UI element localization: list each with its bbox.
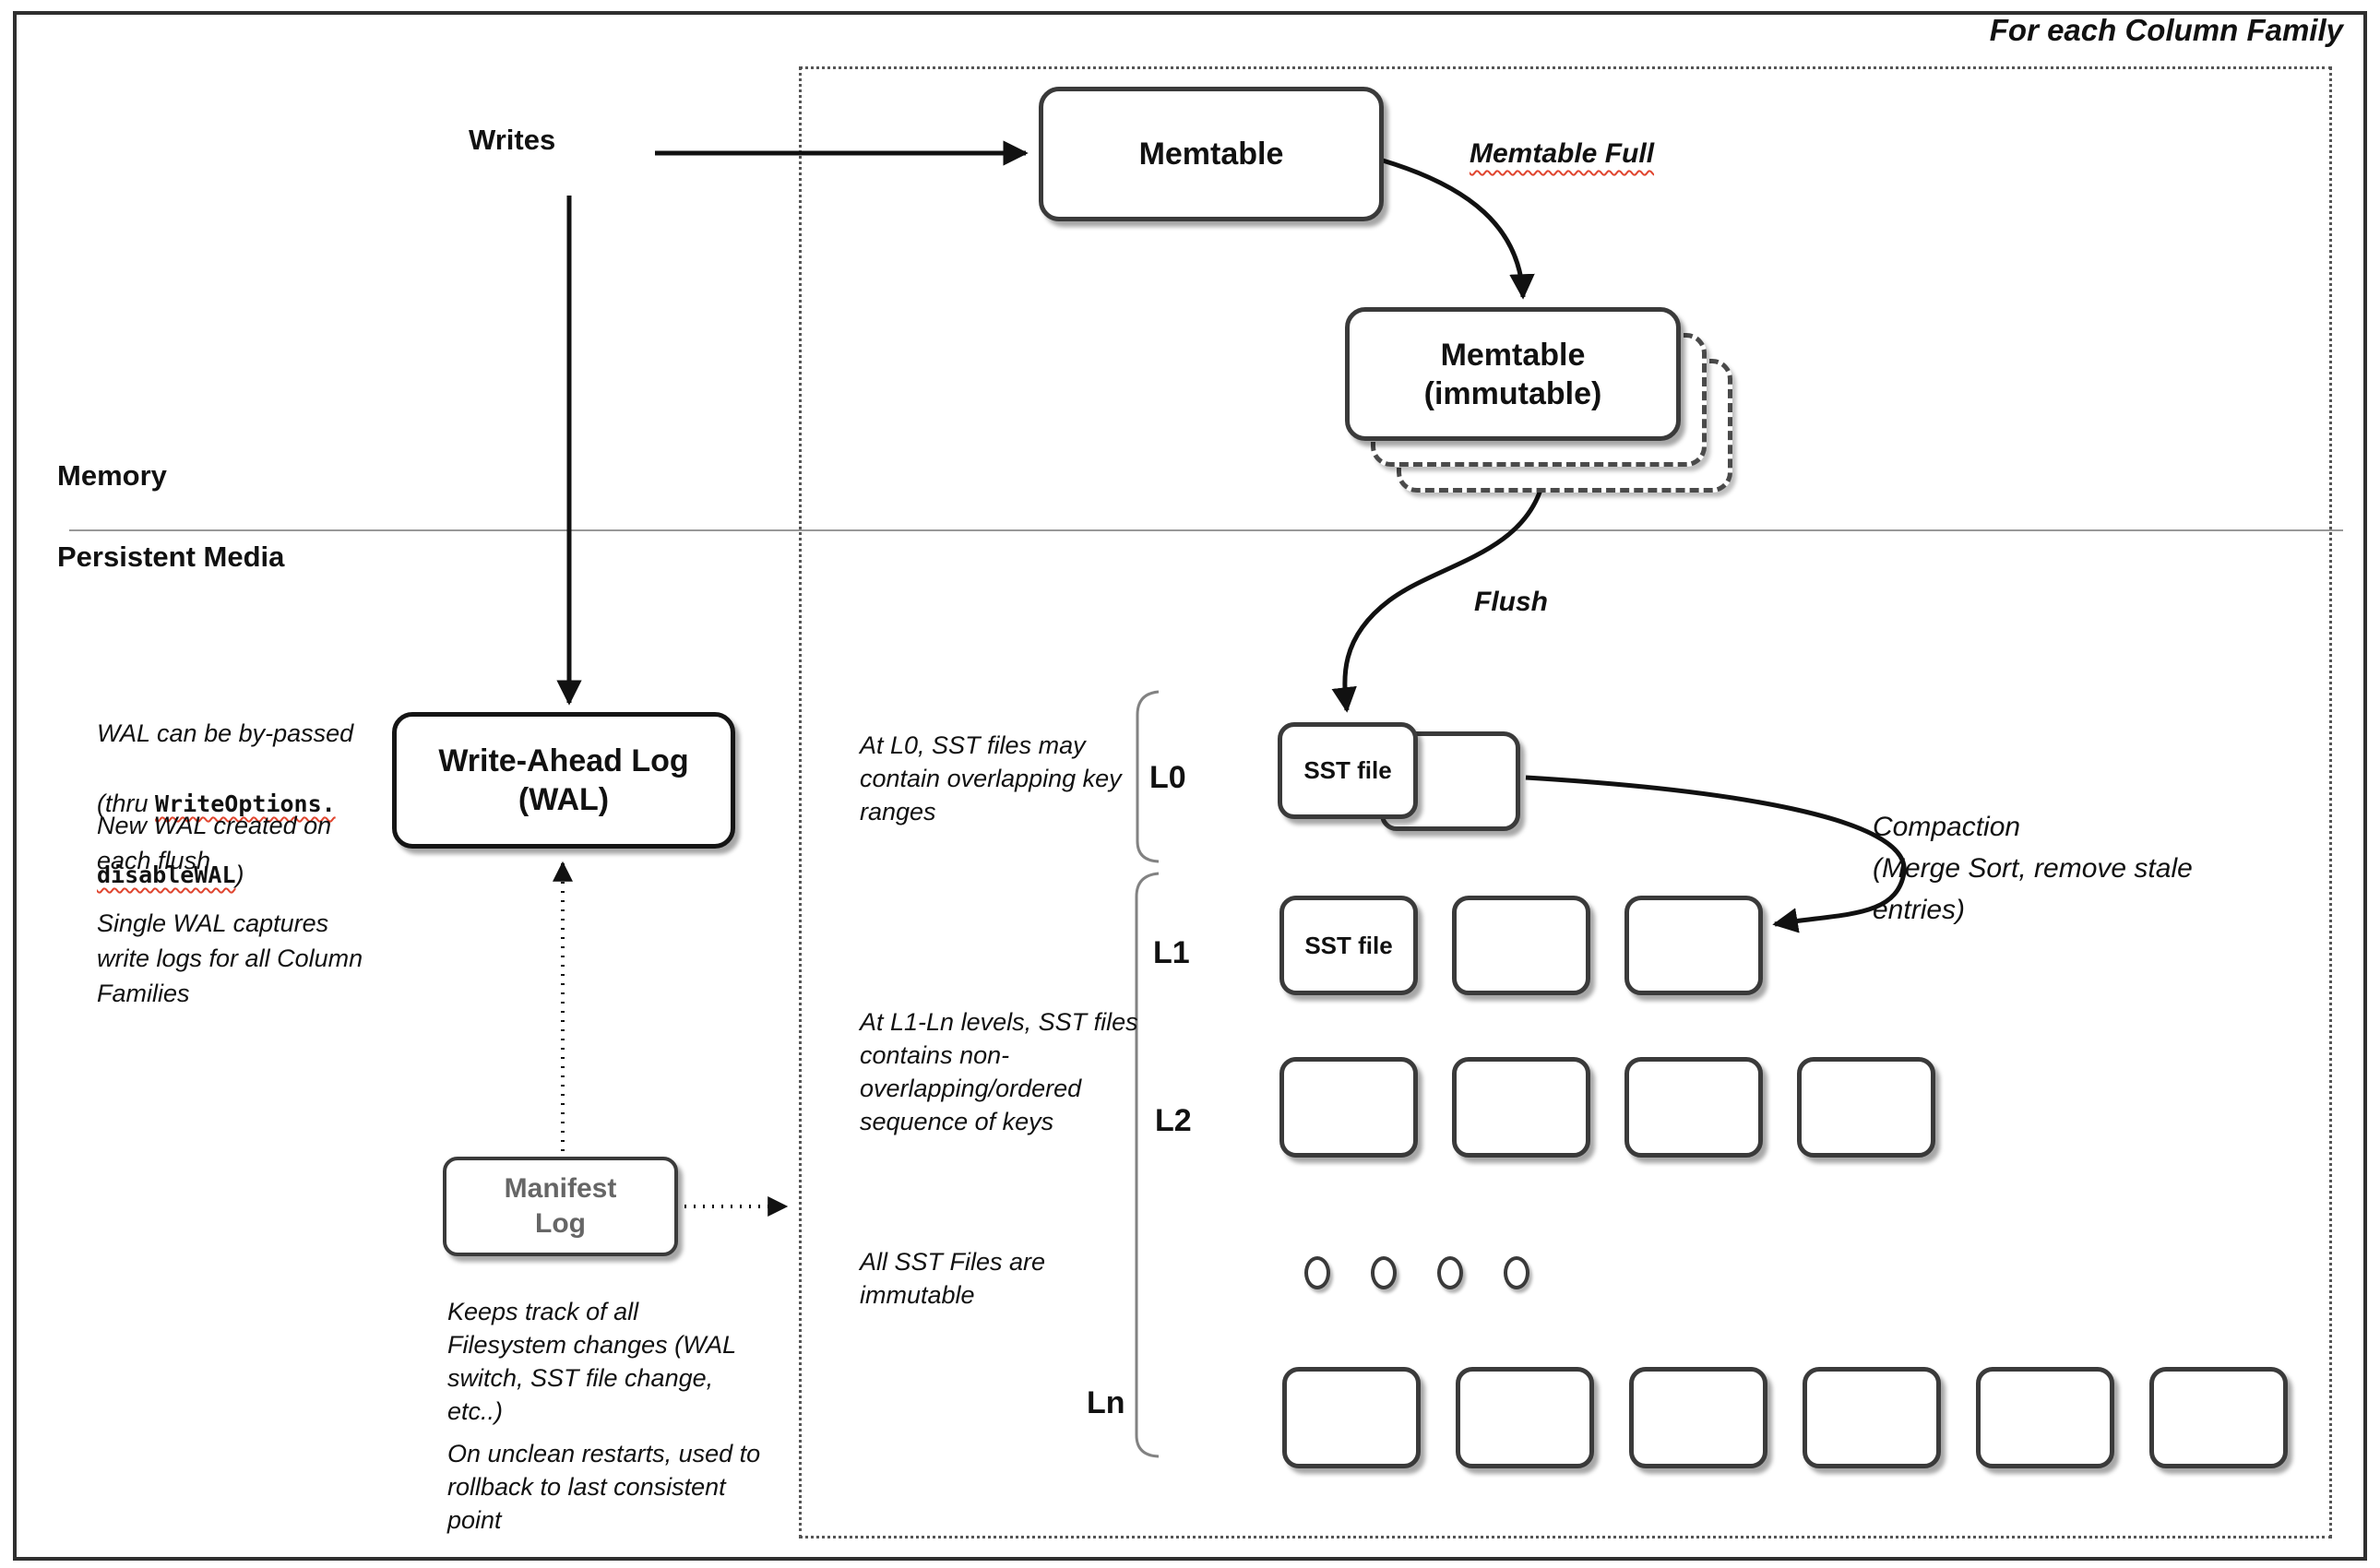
manifest-restart-note: On unclean restarts, used to rollback to… bbox=[447, 1440, 761, 1534]
wal-bypass-note-writeoptions: WriteOptions. bbox=[155, 790, 336, 817]
sst-box-ln-3 bbox=[1629, 1367, 1767, 1468]
immutable-memtable-label-line2: (immutable) bbox=[1423, 375, 1602, 411]
writes-label: Writes bbox=[469, 124, 556, 156]
memtable-box: Memtable bbox=[1039, 87, 1384, 221]
sst-box-ln-1 bbox=[1282, 1367, 1421, 1468]
l1-ln-bracket bbox=[1135, 872, 1160, 1458]
sst-box-ln-4 bbox=[1803, 1367, 1941, 1468]
sst-box-l2-4 bbox=[1797, 1057, 1935, 1158]
manifest-log-box: Manifest Log bbox=[443, 1157, 678, 1256]
ellipsis-dot bbox=[1304, 1256, 1330, 1289]
wal-single-note: Single WAL captures write logs for all C… bbox=[97, 909, 363, 1007]
sst-box-l1-1: SST file bbox=[1279, 896, 1418, 995]
flush-label: Flush bbox=[1474, 587, 1548, 617]
wal-label-line1: Write-Ahead Log bbox=[438, 743, 689, 778]
sst-box-l2-3 bbox=[1624, 1057, 1763, 1158]
wal-bypass-note-thru: (thru bbox=[97, 790, 156, 817]
outer-border bbox=[13, 11, 2367, 1561]
immutable-memtable-box: Memtable (immutable) bbox=[1345, 307, 1681, 441]
persistent-media-label: Persistent Media bbox=[57, 540, 285, 573]
sst-box-l2-1 bbox=[1279, 1057, 1418, 1158]
memtable-full-arrow bbox=[1382, 158, 1535, 300]
sst-box-ln-6 bbox=[2149, 1367, 2288, 1468]
wal-bypass-note-disablewal: disableWAL bbox=[97, 861, 236, 888]
compaction-note: Compaction (Merge Sort, remove stale ent… bbox=[1873, 812, 2193, 925]
memory-persistent-divider bbox=[69, 529, 2343, 531]
ellipsis-dot bbox=[1371, 1256, 1397, 1289]
sst-box-l2-2 bbox=[1452, 1057, 1590, 1158]
immutable-memtable-label-line1: Memtable bbox=[1440, 337, 1586, 373]
wal-new-note: New WAL created on each flush bbox=[97, 812, 332, 874]
sst-box-l1-3 bbox=[1624, 896, 1763, 995]
column-family-region bbox=[799, 66, 2332, 1538]
sst-box-ln-2 bbox=[1456, 1367, 1594, 1468]
memtable-box-label: Memtable bbox=[1138, 137, 1284, 172]
ellipsis-dot bbox=[1437, 1256, 1463, 1289]
sst-immutable-note: All SST Files are immutable bbox=[860, 1248, 1046, 1309]
memory-label: Memory bbox=[57, 459, 167, 492]
region-title: For each Column Family bbox=[1989, 13, 2343, 47]
l0-bracket bbox=[1136, 690, 1160, 863]
sst-file-label: SST file bbox=[1304, 931, 1393, 959]
sst-box-l1-2 bbox=[1452, 896, 1590, 995]
level-label-l2: L2 bbox=[1155, 1103, 1192, 1138]
l0-note: At L0, SST files may contain overlapping… bbox=[860, 731, 1122, 826]
level-label-l0: L0 bbox=[1149, 760, 1186, 795]
level-label-ln: Ln bbox=[1087, 1385, 1125, 1420]
wal-bypass-note-line1: WAL can be by-passed bbox=[97, 719, 354, 747]
wal-bypass-note: WAL can be by-passed (thru WriteOptions.… bbox=[97, 681, 411, 893]
level-label-l1: L1 bbox=[1153, 935, 1190, 970]
manifest-keeps-note: Keeps track of all Filesystem changes (W… bbox=[447, 1298, 737, 1425]
compaction-arrow bbox=[1525, 775, 1907, 933]
sst-box-ln-5 bbox=[1976, 1367, 2114, 1468]
sst-file-label: SST file bbox=[1303, 756, 1392, 784]
l1-note: At L1-Ln levels, SST files contains non-… bbox=[860, 1008, 1138, 1135]
ellipsis-dot bbox=[1504, 1256, 1529, 1289]
wal-label-line2: (WAL) bbox=[518, 782, 610, 817]
manifest-label-line1: Manifest bbox=[504, 1173, 617, 1204]
flush-arrow bbox=[1331, 486, 1544, 713]
wal-box: Write-Ahead Log (WAL) bbox=[392, 712, 735, 849]
sst-box-l0-1: SST file bbox=[1278, 722, 1418, 819]
wal-bypass-note-close: ) bbox=[235, 861, 244, 888]
manifest-label-line2: Log bbox=[535, 1208, 586, 1239]
memtable-full-label: Memtable Full bbox=[1470, 138, 1655, 169]
